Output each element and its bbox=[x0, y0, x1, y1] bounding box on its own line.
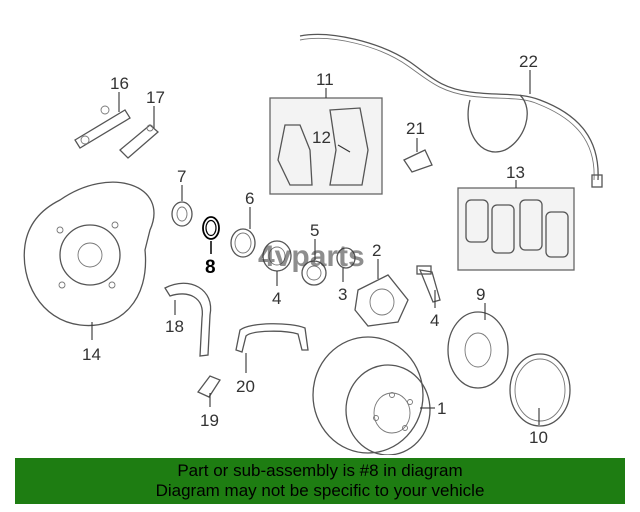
callout-6: 5 bbox=[310, 221, 319, 240]
callout-3: 3 bbox=[338, 285, 347, 304]
callout-12: 11 bbox=[316, 70, 334, 89]
callout-20: 20 bbox=[236, 377, 255, 396]
callout-5: 4 bbox=[272, 289, 281, 308]
callout-13: 12 bbox=[312, 128, 331, 147]
callout-8-highlighted: 8 bbox=[205, 257, 216, 278]
part-18-shoe bbox=[164, 282, 212, 357]
lever-17 bbox=[119, 124, 159, 159]
part-4-bolt bbox=[416, 265, 441, 303]
part-20-bracket bbox=[235, 323, 309, 353]
callout-21: 21 bbox=[406, 119, 425, 138]
caliper-box bbox=[269, 97, 383, 195]
part-7-seal bbox=[230, 228, 256, 258]
callout-2: 2 bbox=[372, 241, 381, 260]
callout-10: 9 bbox=[476, 285, 485, 304]
backing-plate bbox=[23, 181, 155, 327]
part-21-sensor bbox=[403, 149, 433, 173]
callout-17: 17 bbox=[146, 88, 165, 107]
part-9-ring bbox=[171, 201, 193, 227]
leader-lines bbox=[91, 70, 540, 425]
callout-labels: 16 17 7 6 5 4 3 2 4 4 9 10 1 11 12 21 22… bbox=[82, 52, 548, 447]
callout-19: 19 bbox=[200, 411, 219, 430]
part-11-gasket bbox=[509, 353, 571, 427]
abs-sensor-wire bbox=[299, 33, 603, 188]
part-2-hub bbox=[354, 274, 409, 327]
callout-22: 22 bbox=[519, 52, 538, 71]
part-6-ring bbox=[301, 260, 327, 286]
banner-line-1: Part or sub-assembly is #8 in diagram bbox=[177, 461, 463, 480]
callout-4-label: 4 bbox=[430, 311, 439, 330]
callout-16: 16 bbox=[110, 74, 129, 93]
callout-18: 18 bbox=[165, 317, 184, 336]
callout-9: 7 bbox=[177, 167, 186, 186]
part-19-bleeder bbox=[196, 375, 221, 398]
watermark: 4vparts bbox=[258, 240, 365, 273]
part-8-ring bbox=[202, 216, 220, 240]
callout-11: 10 bbox=[529, 428, 548, 447]
callout-1: 1 bbox=[437, 399, 446, 418]
pads-box bbox=[457, 187, 575, 271]
part-3-ring bbox=[336, 247, 356, 269]
callout-15: 14 bbox=[82, 345, 101, 364]
callout-14: 13 bbox=[506, 163, 525, 182]
parts-diagram: 16 17 7 6 5 4 3 2 4 4 9 10 1 11 12 21 22… bbox=[23, 33, 603, 455]
callout-7: 6 bbox=[245, 189, 254, 208]
part-10-flange bbox=[447, 311, 509, 389]
banner-line-2: Diagram may not be specific to your vehi… bbox=[155, 481, 485, 500]
lever-16 bbox=[74, 105, 131, 149]
part-1-rotor bbox=[312, 336, 431, 455]
info-banner: Part or sub-assembly is #8 in diagram Di… bbox=[15, 458, 625, 504]
